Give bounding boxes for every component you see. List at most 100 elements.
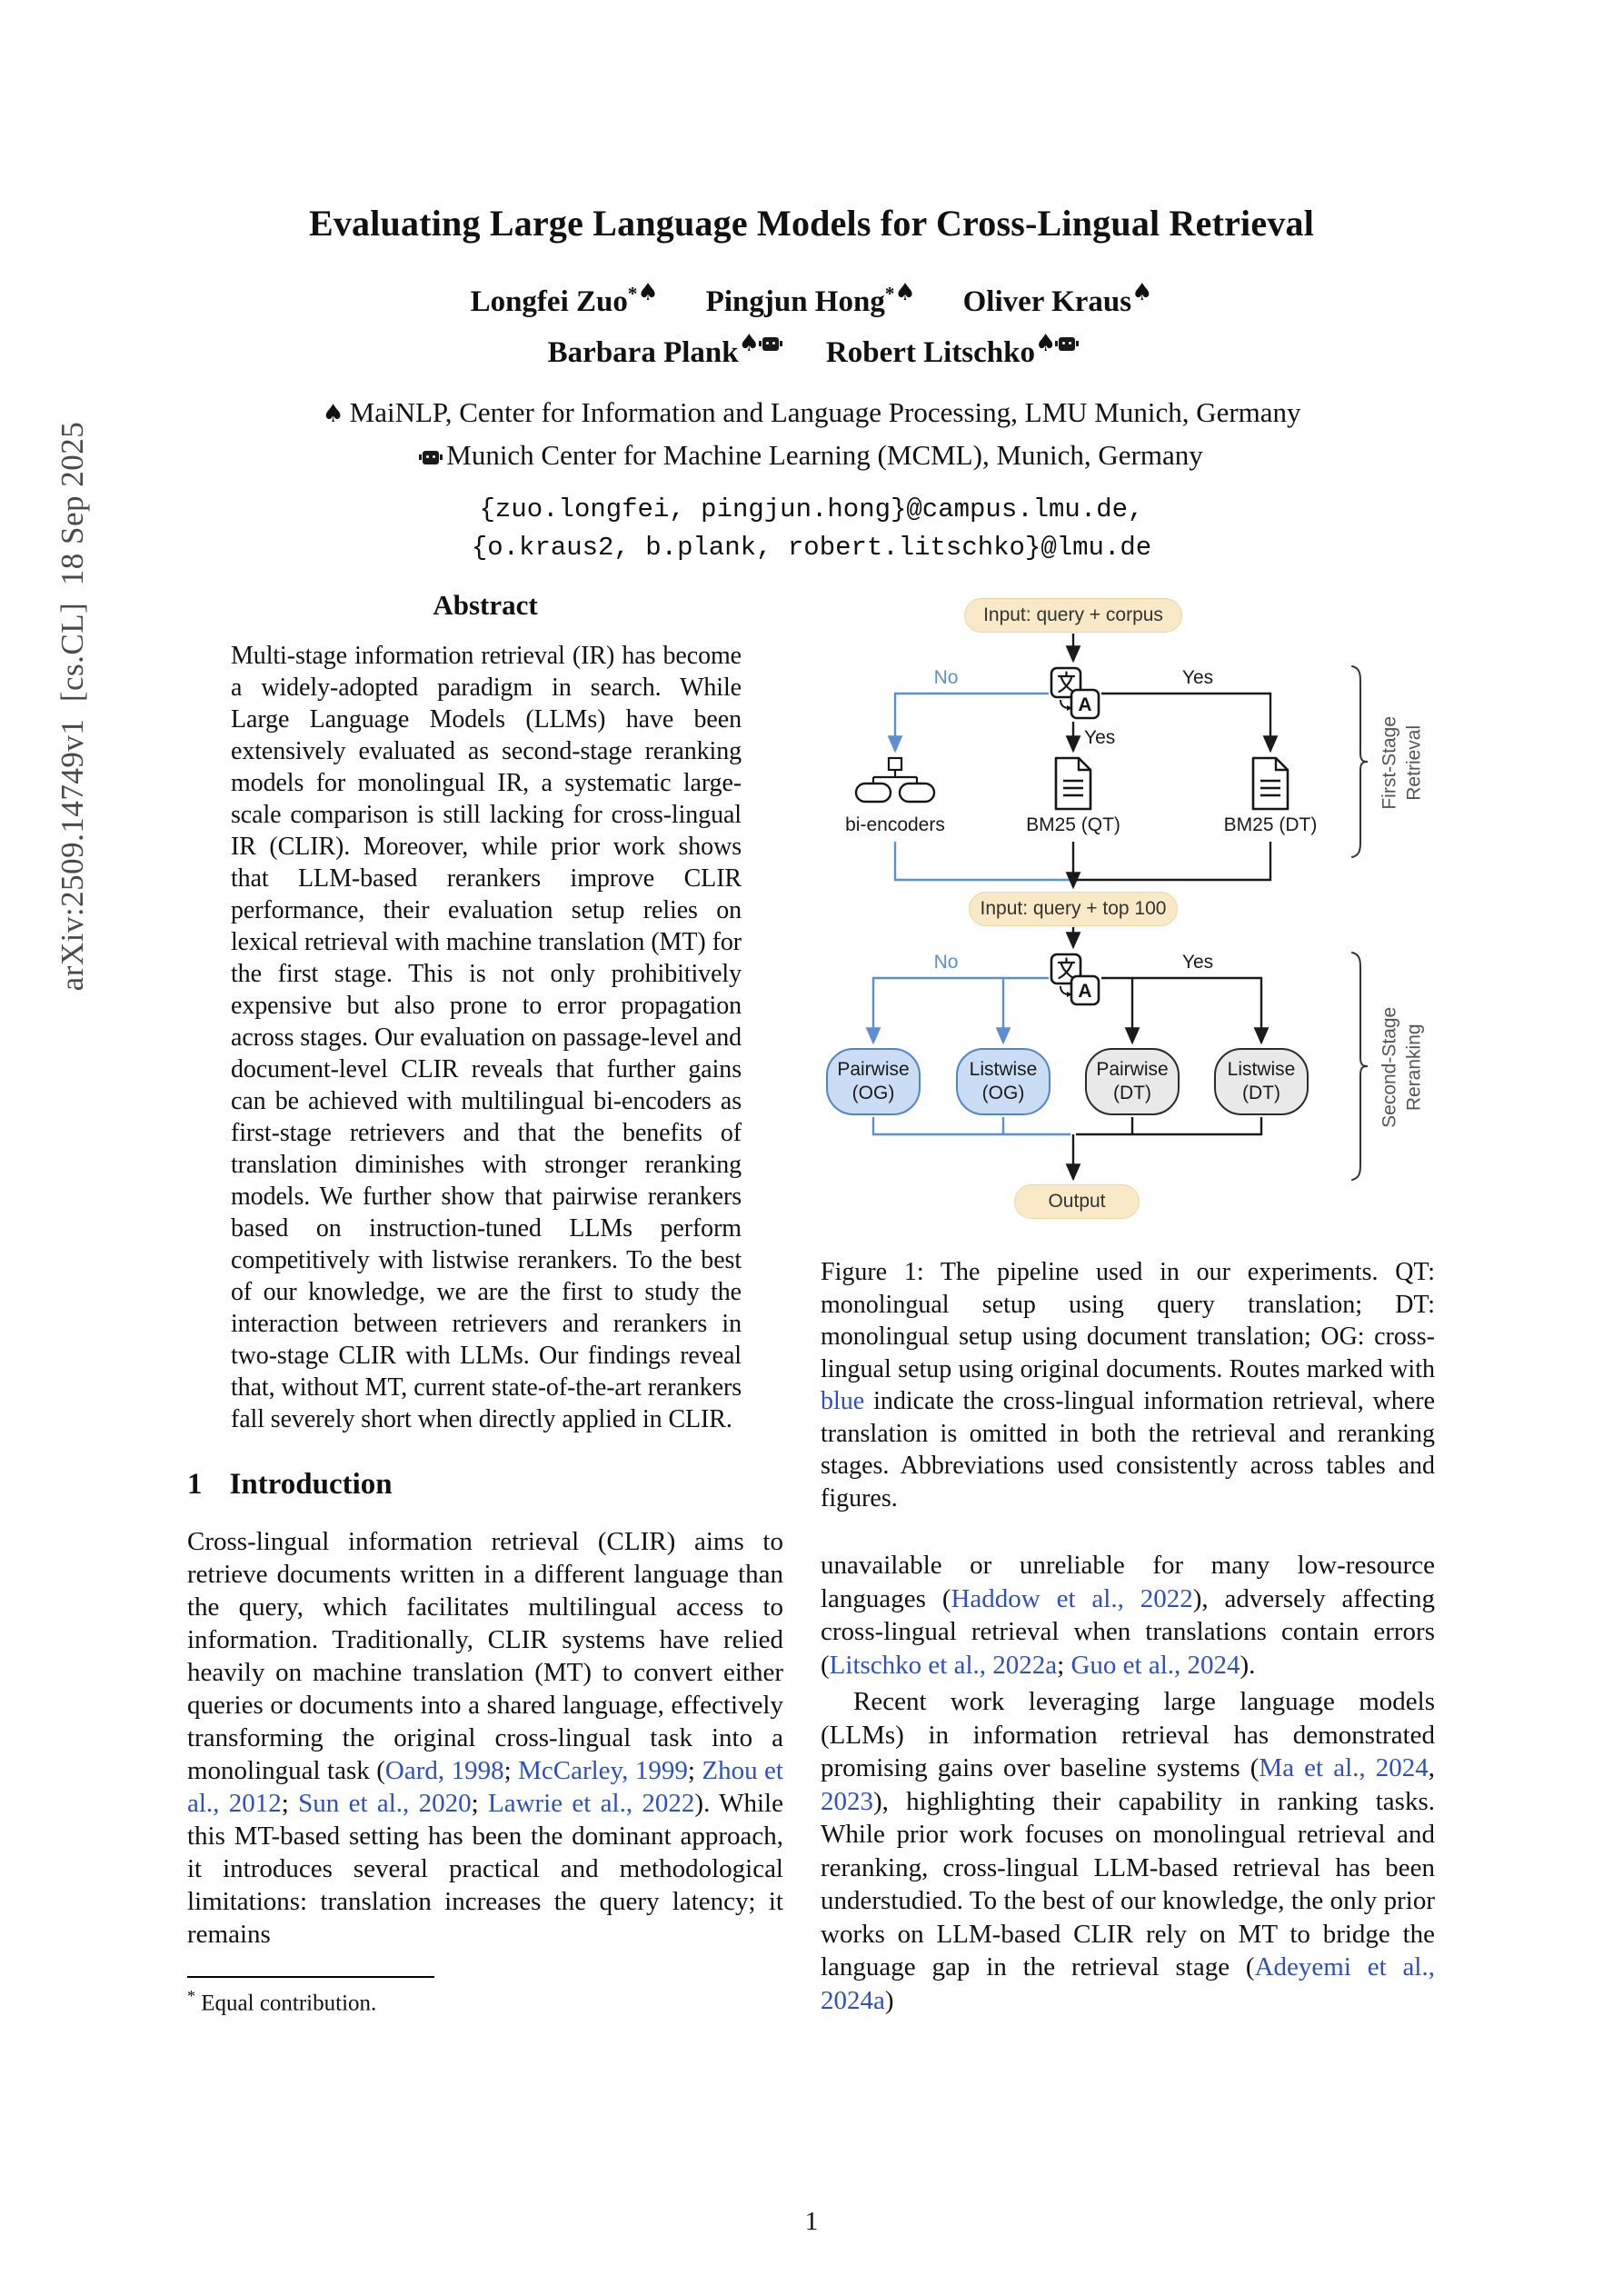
- affiliations: ♠MaiNLP, Center for Information and Lang…: [0, 392, 1623, 476]
- text-run: ), adversely affecting cross-lingual ret…: [821, 1583, 1435, 1680]
- pill-label: Input: query + top 100: [980, 898, 1167, 919]
- citation-link[interactable]: Haddow et al., 2022: [951, 1583, 1193, 1613]
- author-name: Robert Litschko: [825, 336, 1036, 369]
- citation-link[interactable]: Sun et al., 2020: [298, 1789, 472, 1818]
- text-run: ;: [503, 1756, 519, 1785]
- citation-link[interactable]: Guo et al., 2024: [1070, 1650, 1240, 1680]
- citation-link[interactable]: McCarley, 1999: [518, 1756, 688, 1785]
- paper-header: Evaluating Large Language Models for Cro…: [0, 202, 1623, 567]
- listwise-dt-node: Listwise (DT): [1214, 1048, 1309, 1115]
- footnote-rule: [187, 1976, 434, 1978]
- no-label: No: [933, 952, 959, 973]
- authors-row-2: Barbara Plank♠ Robert Litschko♠: [0, 330, 1623, 370]
- first-stage-retrieval-label: First-Stage Retrieval: [1378, 663, 1428, 863]
- second-stage-reranking-label: Second-Stage Reranking: [1378, 967, 1428, 1167]
- pipeline-connectors: [865, 634, 1369, 1182]
- svg-text:A: A: [1078, 694, 1091, 715]
- yes-label: Yes: [1181, 667, 1214, 688]
- document-icon: [1052, 756, 1094, 811]
- no-label: No: [933, 667, 959, 688]
- abstract-heading: Abstract: [433, 589, 538, 621]
- input-query-corpus-pill: Input: query + corpus: [964, 598, 1182, 633]
- mainlp-spade-icon: ♠: [1035, 330, 1057, 357]
- text-run: unavailable or unreliable for many low-r…: [821, 1551, 1435, 1613]
- text-run: ;: [471, 1789, 488, 1818]
- right-column: Input: query + corpus Input: query + top…: [821, 589, 1435, 2017]
- affiliation-mcml: Munich Center for Machine Learning (MCML…: [0, 434, 1623, 477]
- intro-paragraph-1-continued: unavailable or unreliable for many low-r…: [821, 1549, 1435, 1682]
- mainlp-spade-icon: ♠: [637, 279, 659, 306]
- footnote-marker: *: [187, 1987, 195, 2005]
- mainlp-spade-icon: ♠: [1131, 279, 1153, 306]
- text-run: ).: [1240, 1650, 1256, 1680]
- listwise-og-node: Listwise (OG): [956, 1048, 1050, 1115]
- author-name: Longfei Zuo: [470, 285, 628, 318]
- mcml-robot-icon: [758, 337, 779, 351]
- reranker-label: Pairwise (DT): [1096, 1059, 1169, 1103]
- author: Longfei Zuo*♠: [471, 279, 659, 319]
- yes-label: Yes: [1084, 727, 1116, 748]
- text-run: Recent work leveraging large language mo…: [821, 1687, 1435, 1782]
- text-run: ;: [687, 1756, 702, 1785]
- bi-encoders-icon: [853, 756, 937, 809]
- citation-link[interactable]: 2023: [821, 1786, 873, 1816]
- equal-contribution-marker: *: [884, 283, 895, 304]
- affiliation-mainlp: ♠MaiNLP, Center for Information and Lang…: [0, 392, 1623, 434]
- citation-link[interactable]: Litschko et al., 2022a: [829, 1650, 1058, 1680]
- mainlp-spade-icon: ♠: [738, 330, 760, 357]
- text-run: indicate the cross-lingual information r…: [821, 1387, 1435, 1512]
- page-number: 1: [804, 2207, 819, 2236]
- left-column: Abstract Multi-stage information retriev…: [187, 589, 783, 2016]
- authors-row-1: Longfei Zuo*♠ Pingjun Hong*♠ Oliver Krau…: [0, 279, 1623, 319]
- text-run: Cross-lingual information retrieval (CLI…: [187, 1527, 783, 1785]
- author: Robert Litschko♠: [825, 330, 1076, 370]
- footnote: * Equal contribution.: [187, 1976, 783, 2016]
- reranker-label: Listwise (DT): [1227, 1059, 1296, 1103]
- text-run: ,: [1428, 1753, 1436, 1782]
- author-name: Pingjun Hong: [705, 285, 885, 318]
- stage-label-line: Second-Stage: [1379, 1006, 1400, 1128]
- mcml-robot-icon: [1055, 337, 1076, 351]
- author: Oliver Kraus♠: [963, 279, 1153, 319]
- text-run: ), highlighting their capability in rank…: [821, 1786, 1435, 1982]
- citation-link[interactable]: Lawrie et al., 2022: [487, 1789, 695, 1818]
- author: Barbara Plank♠: [548, 330, 779, 370]
- text-run: Figure 1: The pipeline used in our exper…: [821, 1258, 1435, 1383]
- citation-link[interactable]: Zhou et al., 2012: [187, 1756, 783, 1818]
- bi-encoders-label: bi-encoders: [845, 814, 945, 835]
- bm25-qt-label: BM25 (QT): [1026, 814, 1120, 835]
- text-run: ;: [1057, 1650, 1071, 1680]
- bm25-dt-label: BM25 (DT): [1223, 814, 1318, 835]
- reranker-label: Pairwise (OG): [837, 1059, 910, 1103]
- document-icon: [1250, 756, 1291, 811]
- intro-paragraph-2: Recent work leveraging large language mo…: [821, 1685, 1435, 2017]
- figure-1-pipeline: Input: query + corpus Input: query + top…: [821, 589, 1435, 1225]
- yes-label: Yes: [1181, 952, 1214, 973]
- mainlp-spade-icon: ♠: [322, 400, 344, 428]
- reranker-label: Listwise (OG): [969, 1059, 1038, 1103]
- output-pill: Output: [1014, 1184, 1140, 1219]
- intro-paragraph-1: Cross-lingual information retrieval (CLI…: [187, 1525, 783, 1951]
- text-run: ;: [281, 1789, 299, 1818]
- citation-link[interactable]: Ma et al., 2024: [1259, 1753, 1429, 1782]
- email-line: {zuo.longfei, pingjun.hong}@campus.lmu.d…: [479, 494, 1144, 524]
- figure-1-caption: Figure 1: The pipeline used in our exper…: [821, 1256, 1435, 1514]
- author-name: Barbara Plank: [547, 336, 739, 369]
- section-title: Introduction: [229, 1468, 393, 1501]
- citation-link[interactable]: blue: [821, 1387, 865, 1415]
- author: Pingjun Hong*♠: [706, 279, 916, 319]
- author-name: Oliver Kraus: [962, 285, 1132, 318]
- citation-link[interactable]: Oard, 1998: [384, 1756, 504, 1785]
- affiliation-text: MaiNLP, Center for Information and Langu…: [349, 396, 1301, 428]
- input-query-top100-pill: Input: query + top 100: [969, 892, 1178, 926]
- text-run: ): [884, 1985, 894, 2015]
- citation-link[interactable]: Adeyemi et al., 2024a: [821, 1952, 1435, 2015]
- pairwise-dt-node: Pairwise (DT): [1085, 1048, 1180, 1115]
- mcml-robot-icon: [419, 450, 440, 464]
- abstract-text: Multi-stage information retrieval (IR) h…: [231, 642, 742, 1433]
- stage-label-line: Reranking: [1404, 1023, 1425, 1112]
- stage-label-line: First-Stage: [1379, 715, 1400, 810]
- translate-icon: A: [1050, 953, 1100, 1007]
